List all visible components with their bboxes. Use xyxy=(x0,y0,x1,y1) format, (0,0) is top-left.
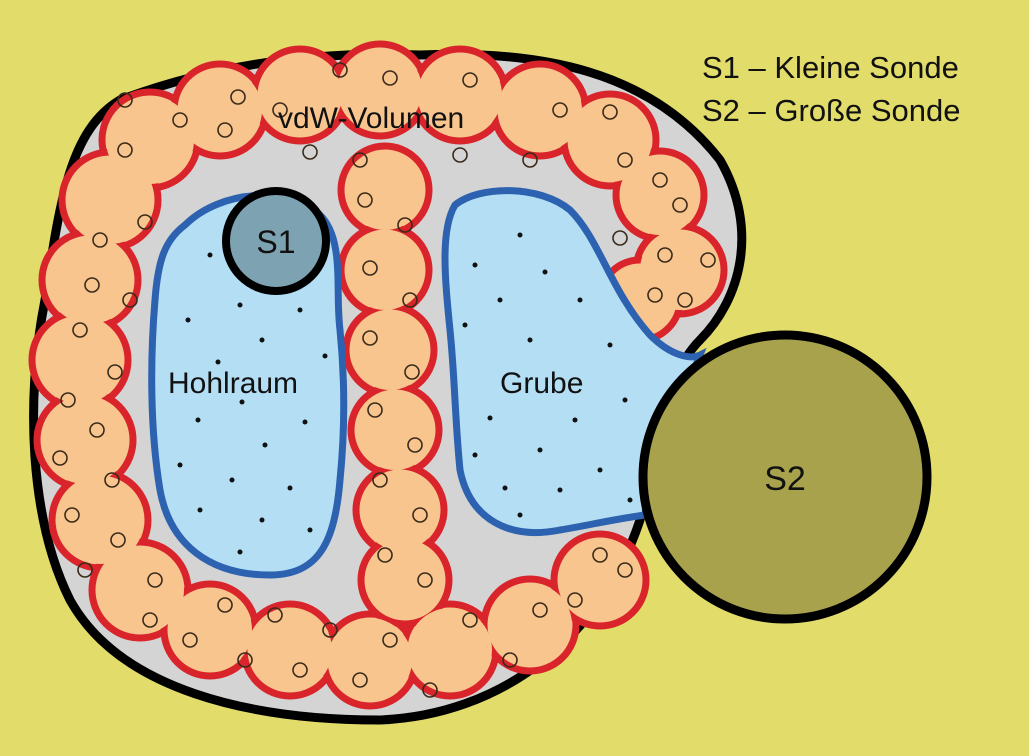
cavity-label: Hohlraum xyxy=(168,367,298,400)
legend: S1 – Kleine Sonde S2 – Große Sonde xyxy=(702,46,961,132)
probe-small-label: S1 xyxy=(256,224,295,260)
probe-large-label: S2 xyxy=(764,460,806,498)
pocket-label: Grube xyxy=(500,367,583,400)
legend-item-s1: S1 – Kleine Sonde xyxy=(702,50,959,85)
atom-markers xyxy=(52,62,716,698)
solvent-dots-cavity xyxy=(177,252,328,555)
solvent-dots-pocket xyxy=(462,232,633,518)
probe-large: S2 xyxy=(638,330,932,624)
vdw-volume-label: vdW-Volumen xyxy=(278,102,464,135)
probe-small: S1 xyxy=(222,187,330,295)
legend-item-s2: S2 – Große Sonde xyxy=(702,93,961,128)
